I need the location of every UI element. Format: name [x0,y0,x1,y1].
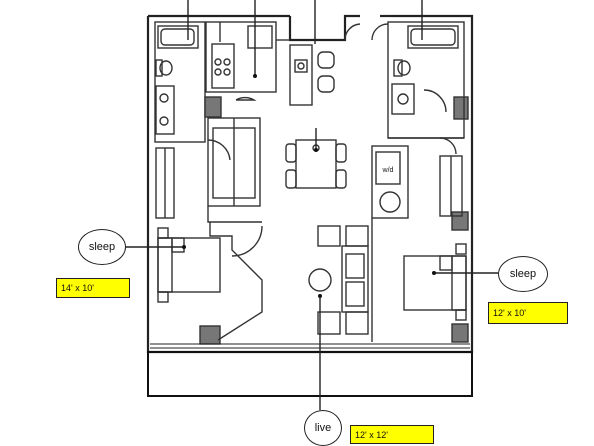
room-bubble-live: live [304,410,342,446]
washer-dryer-label: w/d [382,167,394,174]
room-size-text: 12' x 10' [493,308,526,318]
interior-walls [154,21,469,345]
leader-dots [182,74,436,298]
room-size-tag: 14' x 10' [56,278,130,298]
room-bubble-sleep-right: sleep [498,256,548,292]
room-label: sleep [88,241,116,253]
room-size-text: 14' x 10' [61,283,94,293]
room-label: sleep [509,268,537,280]
room-size-tag: 12' x 10' [488,302,568,324]
exterior-walls [146,14,474,354]
leader-lines [124,0,498,410]
room-size-tag: 12' x 12' [350,425,434,444]
room-size-text: 12' x 12' [355,429,388,440]
balcony [147,351,473,397]
room-bubble-sleep-left: sleep [78,229,126,265]
room-label: live [314,422,332,434]
window-line [150,343,470,349]
